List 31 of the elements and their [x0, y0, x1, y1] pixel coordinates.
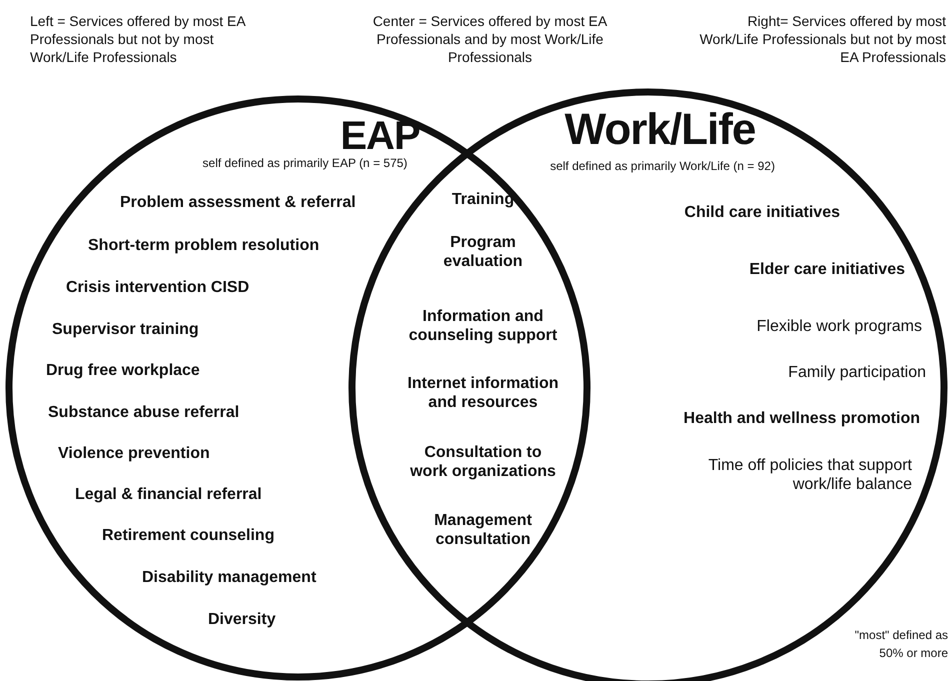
list-item: Violence prevention — [58, 444, 211, 463]
note-text: Right= Services offered by most Work/Life Professionals but not by most EA Professionals — [698, 12, 946, 66]
list-item: Internet information and resources — [406, 374, 560, 412]
list-item: Time off policies that support work/life balance — [707, 456, 912, 494]
circle-title: EAP — [339, 114, 421, 158]
footnote-text: "most" defined as 50% or more — [854, 627, 948, 662]
list-item: Legal & financial referral — [75, 485, 263, 504]
note-text: Left = Services offered by most EA Professionals but not by most Work/Life Professionals — [30, 12, 246, 66]
list-item: Problem assessment & referral — [120, 193, 357, 212]
list-item: Supervisor training — [52, 320, 200, 339]
list-item: Management consultation — [433, 511, 533, 549]
list-item: Information and counseling support — [408, 307, 558, 345]
list-item: Training — [450, 190, 516, 209]
list-item: Elder care initiatives — [748, 260, 905, 279]
list-item: Consultation to work organizations — [409, 443, 557, 481]
list-item: Family participation — [787, 363, 926, 382]
list-item: Short-term problem resolution — [88, 236, 320, 255]
list-item: Health and wellness promotion — [682, 409, 920, 428]
circle-title: Work/Life — [564, 108, 756, 152]
list-item: Child care initiatives — [683, 203, 840, 222]
list-item: Disability management — [142, 568, 318, 587]
list-item: Retirement counseling — [102, 526, 276, 545]
list-item: Drug free workplace — [46, 361, 201, 380]
circle-subtitle: self defined as primarily Work/Life (n = 92) — [549, 159, 776, 173]
list-item: Substance abuse referral — [48, 403, 240, 422]
list-item: Diversity — [208, 610, 277, 629]
list-item: Flexible work programs — [756, 317, 922, 336]
list-item: Program evaluation — [442, 233, 524, 271]
note-text: Center = Services offered by most EA Professionals and by most Work/Life Professionals — [372, 12, 608, 66]
circle-subtitle: self defined as primarily EAP (n = 575) — [202, 156, 408, 170]
list-item: Crisis intervention CISD — [66, 278, 250, 297]
